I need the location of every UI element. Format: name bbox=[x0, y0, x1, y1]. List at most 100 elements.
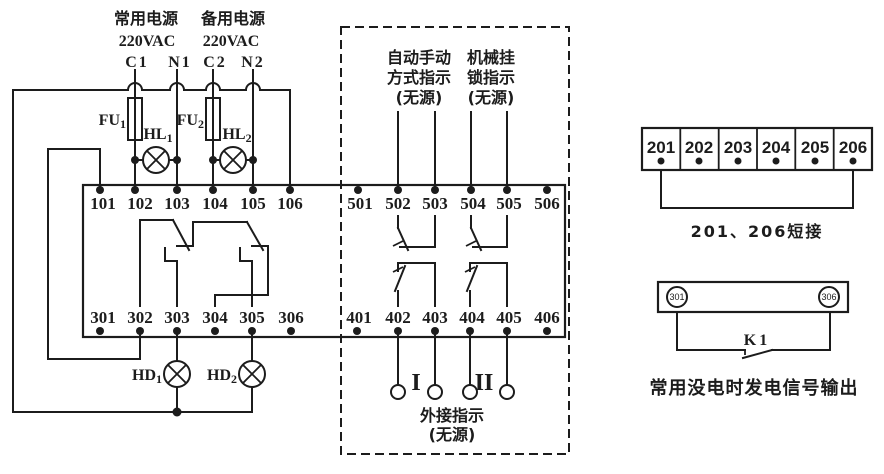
lamp-hd2-cross bbox=[242, 364, 262, 384]
relay-box-outline bbox=[656, 280, 850, 314]
terminal-label-102: 102 bbox=[127, 194, 153, 213]
external-indication-leads: I II 外接指示 (无源) bbox=[390, 330, 515, 444]
junction-dot bbox=[249, 156, 257, 164]
contact-404-tick bbox=[464, 266, 476, 273]
terminal-dot-301 bbox=[96, 327, 104, 335]
terminal-label-105: 105 bbox=[240, 194, 266, 213]
junction-dot bbox=[131, 156, 139, 164]
terminal-label-306: 306 bbox=[278, 308, 304, 327]
terminal-dot-104 bbox=[209, 186, 217, 194]
fuse-fu2-label: FU2 bbox=[177, 112, 204, 131]
junction-dot bbox=[172, 407, 182, 417]
terminal-label-401: 401 bbox=[346, 308, 372, 327]
contact-throw-303 bbox=[164, 247, 178, 307]
contact-503-bracket bbox=[399, 215, 436, 248]
relay-terminal-306-circle bbox=[818, 286, 840, 308]
backup-power-label: 备用电源 bbox=[200, 9, 265, 28]
output-note: 常用没电时发电信号输出 bbox=[650, 377, 859, 399]
block-dot bbox=[695, 157, 703, 165]
terminal-label-103: 103 bbox=[164, 194, 190, 213]
external-indication-line2: (无源) bbox=[429, 425, 476, 444]
terminal-n2-label: N2 bbox=[241, 54, 265, 71]
lamp-hd2-label: HD2 bbox=[207, 367, 237, 386]
terminal-dot-102 bbox=[131, 186, 139, 194]
terminal-dot-101 bbox=[96, 186, 104, 194]
k1-contact-blade bbox=[741, 348, 774, 360]
indicator-labels-top: 自动手动 方式指示 (无源) 机械挂 锁指示 (无源) bbox=[387, 48, 515, 107]
block-dot bbox=[849, 157, 857, 165]
main-terminal-box bbox=[81, 183, 567, 339]
wire-101-to-302-link bbox=[47, 148, 141, 360]
lamp-hl2-label: HL2 bbox=[222, 126, 251, 145]
terminal-dot-304 bbox=[211, 327, 219, 335]
contact-405-bracket bbox=[469, 262, 508, 307]
relay-lead-left bbox=[676, 311, 746, 351]
fuse-fu2: FU2 bbox=[177, 97, 221, 141]
open-terminal-circle bbox=[427, 384, 443, 400]
lamp-junction-dots bbox=[131, 156, 257, 164]
block-dot bbox=[811, 157, 819, 165]
terminal-dot-306 bbox=[287, 327, 295, 335]
contact-402-tick bbox=[392, 266, 404, 273]
terminal-label-101: 101 bbox=[90, 194, 116, 213]
mech-lock-line3: (无源) bbox=[468, 88, 515, 107]
contact-404-blade bbox=[465, 264, 479, 293]
internal-contacts-bottom-middle bbox=[392, 262, 508, 307]
block-dot bbox=[772, 157, 780, 165]
lamp-hd1: HD1 bbox=[132, 330, 191, 413]
block-dot bbox=[734, 157, 742, 165]
auto-manual-line3: (无源) bbox=[396, 88, 443, 107]
block-label-201: 201 bbox=[647, 138, 675, 157]
terminal-n1-label: N1 bbox=[168, 54, 192, 71]
terminal-label-504: 504 bbox=[460, 194, 486, 213]
terminal-label-405: 405 bbox=[496, 308, 522, 327]
lamp-hl1-cross bbox=[146, 150, 166, 170]
auto-manual-line1: 自动手动 bbox=[387, 48, 451, 67]
contact-link-bar bbox=[192, 221, 248, 247]
terminal-dot-302 bbox=[136, 327, 144, 335]
external-indication-line1: 外接指示 bbox=[419, 406, 484, 425]
relay-terminal-301-label: 301 bbox=[669, 292, 684, 302]
backup-voltage-label: 220VAC bbox=[203, 33, 260, 50]
lamp-hl1-label: HL1 bbox=[143, 126, 172, 145]
group1-label: I bbox=[411, 370, 420, 396]
terminal-label-304: 304 bbox=[202, 308, 228, 327]
wire-106-hop-line bbox=[12, 82, 291, 191]
terminal-dot-406 bbox=[543, 327, 551, 335]
terminal-label-505: 505 bbox=[496, 194, 522, 213]
terminal-block-dividers bbox=[679, 128, 835, 170]
terminal-block-201-206: 201 202 203 204 205 206 201、206短接 bbox=[640, 126, 874, 241]
internal-contacts-top-middle bbox=[392, 215, 508, 252]
block-label-202: 202 bbox=[685, 138, 713, 157]
terminal-dot-106 bbox=[286, 186, 294, 194]
relay-lead-right bbox=[771, 311, 831, 351]
power-feed-wiring bbox=[12, 69, 291, 413]
contact-to-304 bbox=[214, 245, 269, 307]
contact-402-blade bbox=[393, 264, 407, 293]
terminal-label-301: 301 bbox=[90, 308, 116, 327]
normal-power-label: 常用电源 bbox=[114, 9, 178, 28]
lamp-hd1-cross bbox=[167, 364, 187, 384]
open-terminal-circle bbox=[390, 384, 406, 400]
contact-302-riser bbox=[139, 219, 174, 307]
lamp-hd2: HD2 bbox=[207, 330, 266, 413]
contact-throw-305 bbox=[239, 247, 253, 307]
normal-voltage-label: 220VAC bbox=[119, 33, 176, 50]
terminal-dot-506 bbox=[543, 186, 551, 194]
junction-dot bbox=[173, 156, 181, 164]
group2-label: II bbox=[475, 370, 494, 396]
contact-403-bracket bbox=[397, 262, 436, 307]
junction-dot bbox=[209, 156, 217, 164]
contact-504-tick bbox=[465, 240, 477, 247]
dashed-indicator-box bbox=[340, 26, 570, 455]
jumper-note: 201、206短接 bbox=[691, 222, 824, 241]
terminal-label-106: 106 bbox=[277, 194, 303, 213]
terminal-label-404: 404 bbox=[459, 308, 485, 327]
terminal-c2-label: C2 bbox=[203, 54, 227, 71]
k1-contact-label: K1 bbox=[744, 332, 770, 349]
relay-output-box: 301 306 K1 常用没电时发电信号输出 bbox=[650, 280, 859, 399]
terminal-label-403: 403 bbox=[422, 308, 448, 327]
terminal-label-402: 402 bbox=[385, 308, 411, 327]
